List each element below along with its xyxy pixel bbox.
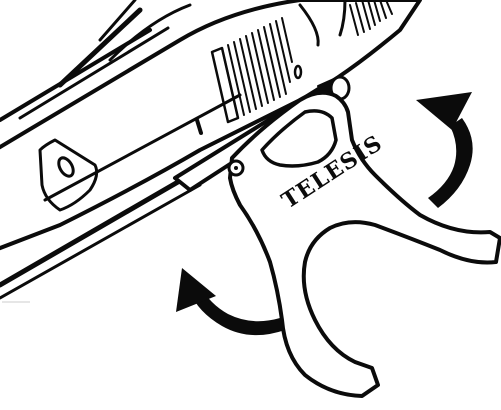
rotation-arrow-lower-left	[176, 268, 285, 335]
rotation-arrow-upper-right	[416, 92, 473, 208]
